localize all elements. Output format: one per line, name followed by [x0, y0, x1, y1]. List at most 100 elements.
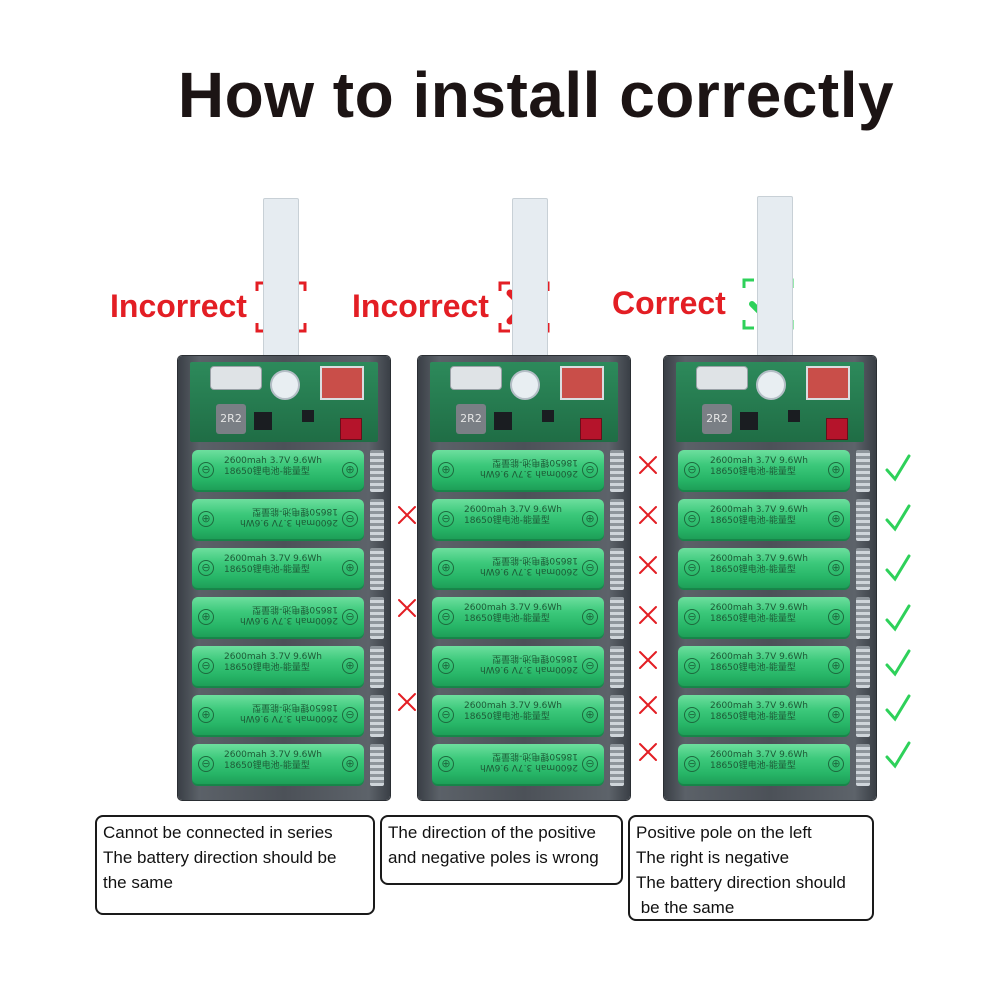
- x-mark-icon: [398, 506, 416, 524]
- caption-box-2: The direction of the positive and negati…: [380, 815, 623, 885]
- usb-c-port: [696, 366, 748, 390]
- inductor: 2R2: [456, 404, 486, 434]
- pole-icon: ⊕: [438, 756, 454, 772]
- check-mark-icon: [885, 554, 911, 582]
- pole-icon: ⊕: [342, 756, 358, 772]
- x-mark-icon: [398, 599, 416, 617]
- page-title: How to install correctly: [177, 59, 895, 131]
- strap: [263, 198, 299, 365]
- chip: [254, 412, 272, 430]
- pole-icon: ⊕: [828, 609, 844, 625]
- spring-contact: [370, 744, 384, 786]
- spring-contact: [856, 646, 870, 688]
- caption-box-1: Cannot be connected in series The batter…: [95, 815, 375, 915]
- spring-contact: [610, 744, 624, 786]
- spring-contact: [856, 499, 870, 541]
- pole-icon: ⊖: [342, 707, 358, 723]
- usb-c-port: [210, 366, 262, 390]
- spring-contact: [370, 646, 384, 688]
- pole-icon: ⊖: [582, 462, 598, 478]
- spring-contact: [610, 597, 624, 639]
- spring-contact: [610, 695, 624, 737]
- check-mark-icon: [885, 649, 911, 677]
- pole-icon: ⊖: [582, 756, 598, 772]
- check-mark-icon: [885, 741, 911, 769]
- usb-a-port: [560, 366, 604, 400]
- pole-icon: ⊖: [684, 462, 700, 478]
- usb-c-port: [450, 366, 502, 390]
- pole-icon: ⊖: [582, 658, 598, 674]
- capacitor: [340, 418, 362, 440]
- pole-icon: ⊕: [198, 707, 214, 723]
- check-mark-icon: [885, 604, 911, 632]
- spring-contact: [856, 597, 870, 639]
- x-mark-icon: [639, 651, 657, 669]
- caption-line: Cannot be connected in series: [103, 823, 333, 842]
- pole-icon: ⊖: [198, 756, 214, 772]
- chip: [494, 412, 512, 430]
- pole-icon: ⊕: [582, 511, 598, 527]
- status-label-incorrect-1: Incorrect: [110, 288, 247, 324]
- caption-line: Positive pole on the left: [636, 823, 812, 842]
- pole-icon: ⊕: [828, 511, 844, 527]
- strap: [512, 198, 548, 365]
- x-mark-icon: [639, 506, 657, 524]
- x-mark-icon: [398, 693, 416, 711]
- status-label-correct: Correct: [612, 285, 726, 321]
- pole-icon: ⊖: [438, 609, 454, 625]
- strap-knob: [270, 370, 300, 400]
- spring-contact: [610, 548, 624, 590]
- spring-contact: [610, 499, 624, 541]
- pole-icon: ⊖: [198, 462, 214, 478]
- pole-icon: ⊕: [582, 707, 598, 723]
- chip: [788, 410, 800, 422]
- pole-icon: ⊖: [582, 560, 598, 576]
- pole-icon: ⊖: [684, 658, 700, 674]
- strap: [757, 196, 793, 365]
- spring-contact: [370, 695, 384, 737]
- pole-icon: ⊕: [828, 658, 844, 674]
- pole-icon: ⊖: [438, 511, 454, 527]
- pole-icon: ⊕: [828, 560, 844, 576]
- x-mark-icon: [639, 743, 657, 761]
- x-mark-icon: [639, 556, 657, 574]
- pole-icon: ⊖: [342, 511, 358, 527]
- capacitor: [826, 418, 848, 440]
- pole-icon: ⊕: [342, 462, 358, 478]
- caption-line: The battery direction should be: [103, 848, 337, 867]
- caption-box-3: Positive pole on the left The right is n…: [628, 815, 874, 921]
- chip: [740, 412, 758, 430]
- caption-line: the same: [103, 873, 173, 892]
- pole-icon: ⊖: [684, 609, 700, 625]
- caption-line: be the same: [636, 898, 735, 917]
- caption-line: and negative poles is wrong: [388, 848, 599, 867]
